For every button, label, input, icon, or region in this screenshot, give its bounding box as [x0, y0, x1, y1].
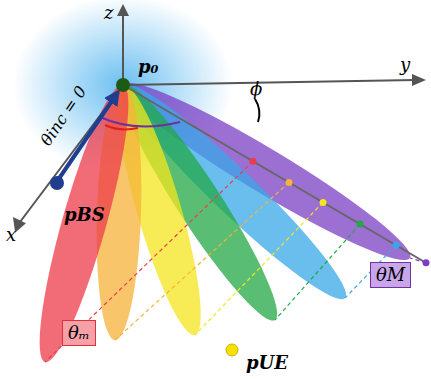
angle-box: θM: [370, 262, 411, 288]
angle-box: θₘ: [62, 320, 96, 346]
point-label: p₀: [138, 58, 158, 76]
beam-dot: [357, 221, 364, 228]
beam-dot: [320, 199, 327, 206]
projection-line: [115, 182, 289, 340]
angle-label: θₘ: [68, 322, 90, 343]
point-label: pBS: [64, 206, 105, 224]
beam-dot: [423, 259, 430, 266]
angle-label: ϕ: [250, 80, 262, 98]
beam-dot: [250, 158, 257, 165]
angle-label: θM: [376, 264, 405, 285]
beam-lobe: [24, 79, 144, 368]
point-label: pUE: [246, 354, 288, 372]
beam-dot: [393, 242, 400, 249]
beam-dot: [286, 179, 293, 186]
projection-line: [45, 161, 253, 362]
axis-label: z: [104, 4, 113, 22]
projection-line: [195, 202, 323, 335]
axis-label: y: [400, 56, 410, 74]
axis-label: x: [6, 226, 16, 244]
